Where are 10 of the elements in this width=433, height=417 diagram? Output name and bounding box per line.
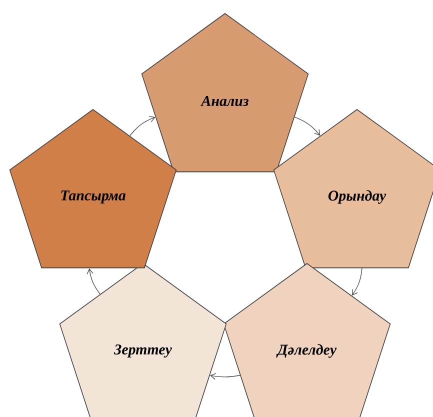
arrow [86, 268, 100, 294]
pentagon: Дәлелдеу [223, 263, 391, 417]
arrow [129, 116, 156, 136]
arrow [294, 116, 320, 136]
pentagon: Зерттеу [59, 263, 227, 417]
pentagon: Орындау [273, 109, 433, 268]
arrow [210, 373, 240, 380]
pentagon: Тапсырма [9, 109, 177, 268]
pentagon: Анализ [141, 13, 309, 172]
arrow [352, 268, 362, 296]
